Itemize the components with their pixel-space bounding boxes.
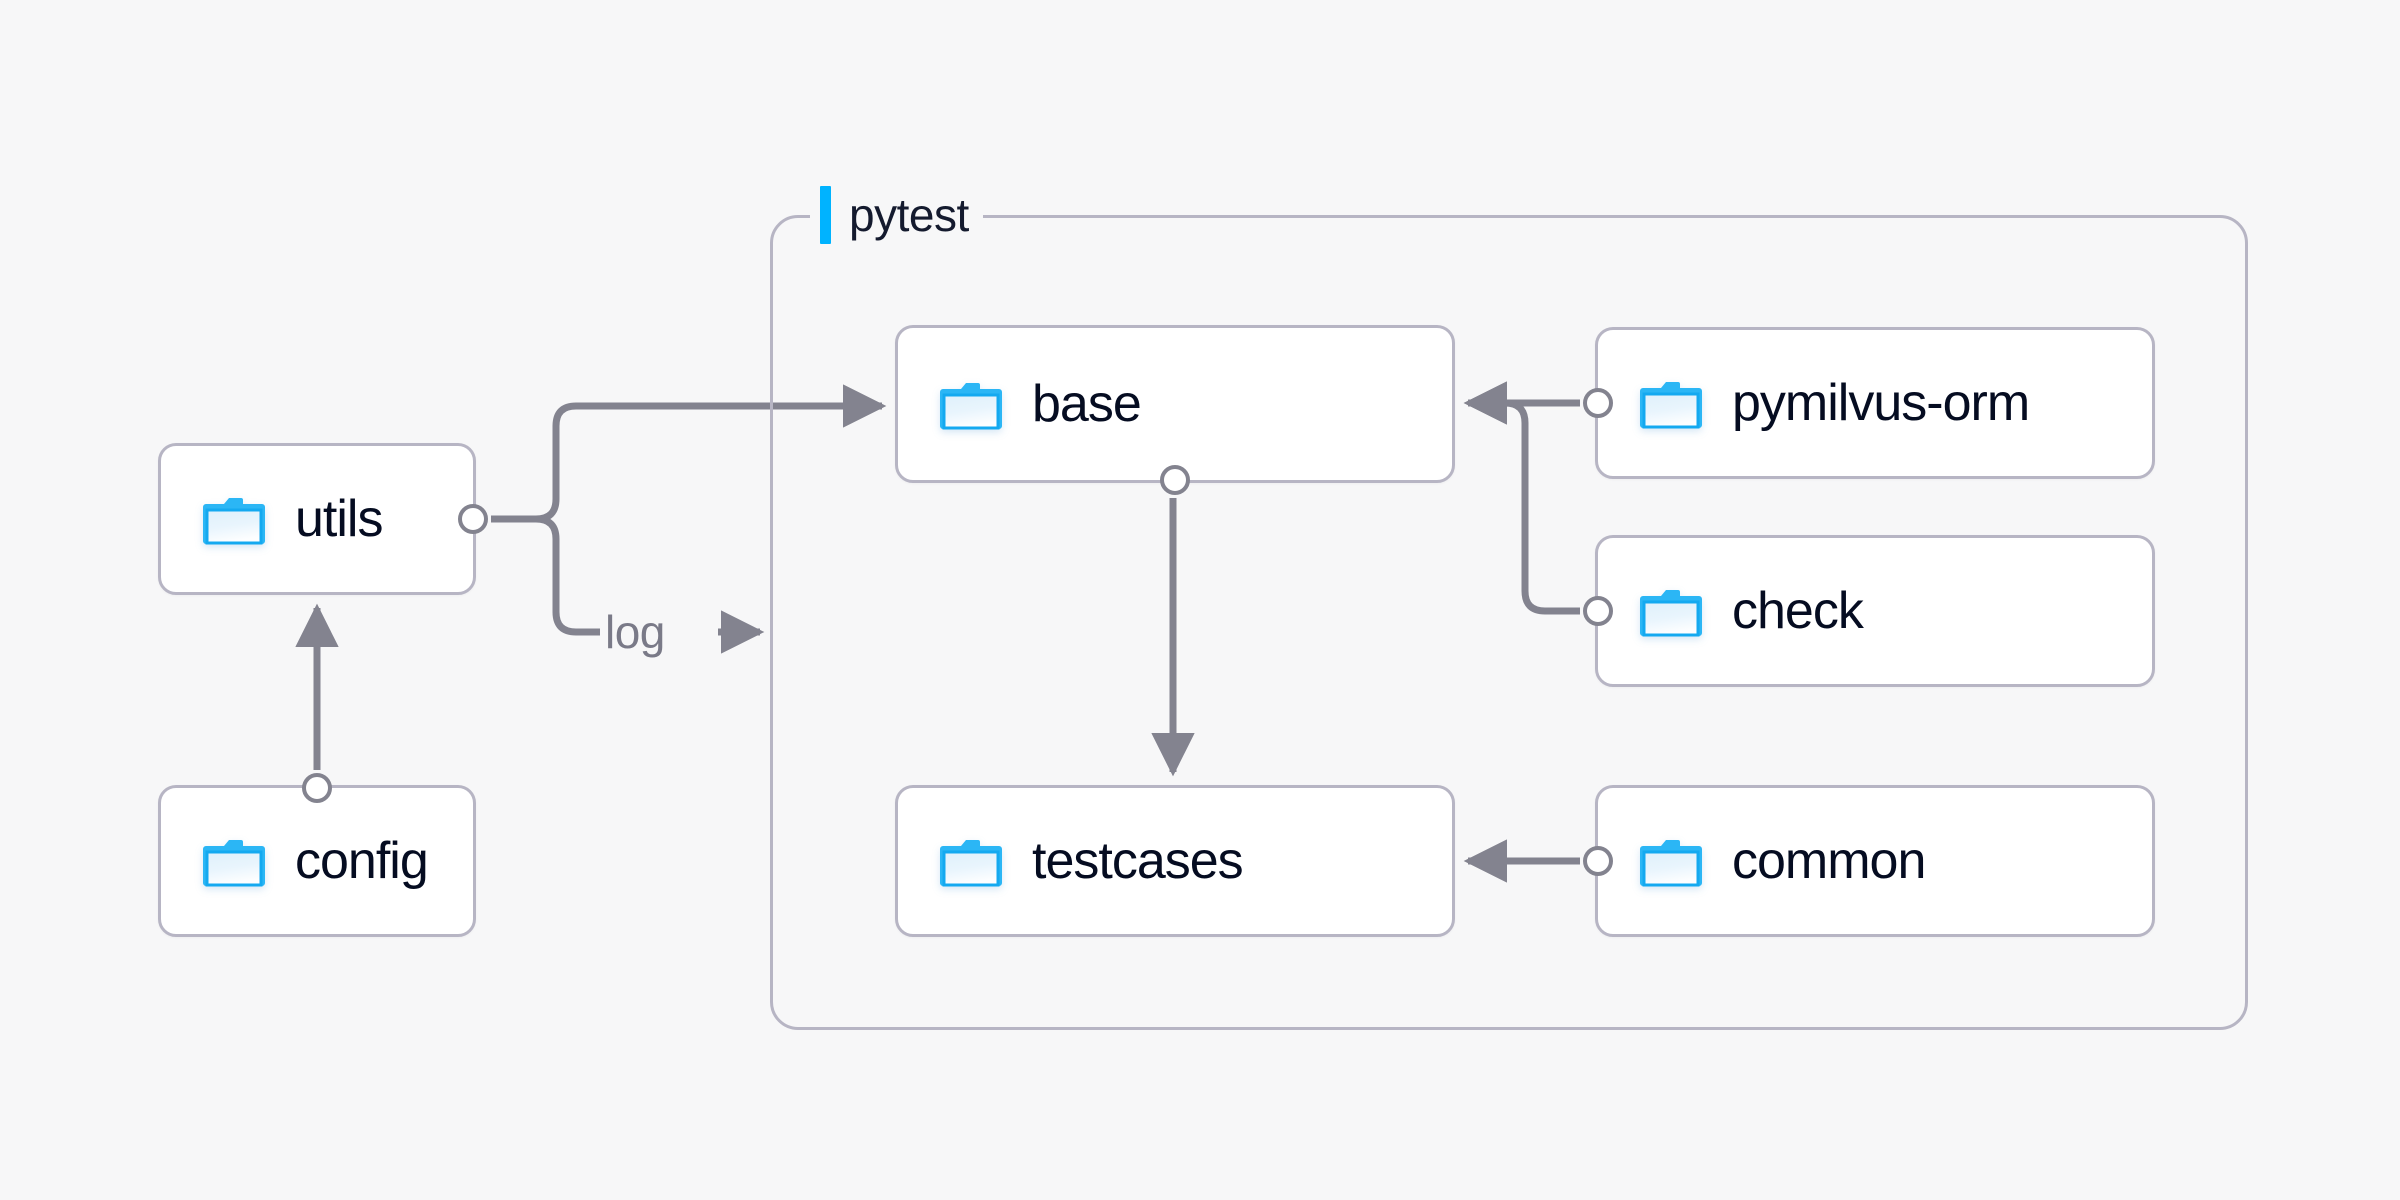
edge-label-log: log [605,606,665,658]
folder-icon [940,377,1002,431]
folder-icon [1640,834,1702,888]
folder-icon [1640,376,1702,430]
node-label: check [1732,582,1864,640]
handle-left[interactable] [1583,596,1613,626]
node-label: common [1732,832,1926,890]
handle-left[interactable] [1583,388,1613,418]
folder-icon [203,834,265,888]
node-label: utils [295,490,383,548]
node-label: base [1032,375,1142,433]
node-config[interactable]: config [158,773,476,937]
folder-icon [940,834,1002,888]
handle-left[interactable] [1583,846,1613,876]
node-label: testcases [1032,832,1244,890]
node-pymilvus-orm[interactable]: pymilvus-orm [1583,327,2155,479]
group-label-text: pytest [849,189,969,241]
node-utils[interactable]: utils [158,443,488,595]
handle-bottom[interactable] [1160,465,1190,495]
folder-icon [1640,584,1702,638]
handle-right[interactable] [458,504,488,534]
group-accent-bar [820,186,831,244]
handle-top[interactable] [302,773,332,803]
group-label-pytest: pytest [810,185,983,245]
node-label: config [295,832,429,890]
node-check[interactable]: check [1583,535,2155,687]
group-container-pytest[interactable] [770,215,2248,1030]
node-common[interactable]: common [1583,785,2155,937]
edge-utils-log [535,515,600,636]
node-testcases[interactable]: testcases [895,785,1455,937]
folder-icon [203,492,265,546]
node-label: pymilvus-orm [1732,374,2030,432]
node-base[interactable]: base [895,325,1455,495]
